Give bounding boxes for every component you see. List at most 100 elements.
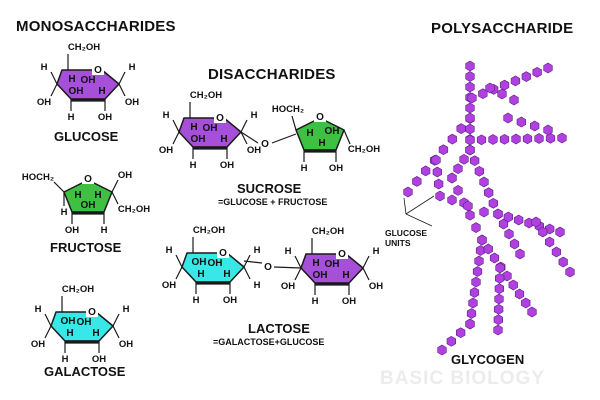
glycogen-unit-17 (483, 187, 494, 199)
sucrose-glucose-c4-h: H (163, 110, 170, 121)
lactose-galactose-oxygen-gap (217, 247, 229, 258)
glycogen-unit-56 (557, 132, 567, 144)
glycogen-unit-28 (499, 79, 510, 91)
pointer-1 (403, 197, 407, 215)
lactose-galactose-c1-down: H (254, 280, 261, 291)
lactose-glucose-c2-oh: OH (342, 296, 356, 307)
glycogen-unit-31 (532, 66, 542, 78)
glycogen-unit-79 (437, 344, 447, 356)
glycogen-unit-101 (544, 223, 555, 235)
lactose-glucose-c4-oh: OH (281, 281, 295, 292)
glycogen-unit-73 (468, 297, 478, 309)
glycogen-unit-55 (545, 132, 556, 144)
lactose-formula: =GALACTOSE+GLUCOSE (213, 337, 325, 347)
glycogen-unit-0 (465, 60, 475, 72)
glycogen-unit-82 (489, 252, 500, 264)
lactose-glucose-c4-h-bond (294, 255, 302, 269)
glycogen-unit-104 (538, 226, 548, 238)
sucrose-glucose-inner-0: H (190, 122, 197, 133)
galactose-inner-0: OH (61, 316, 76, 327)
glycogen-unit-48 (465, 134, 475, 146)
lactose-glucose-inner-3: OH (325, 259, 340, 270)
glucose-c4-h-bond (50, 71, 58, 85)
sucrose-fructose-inner-2: H (318, 138, 325, 149)
glycogen-unit-41 (421, 165, 431, 177)
glucose-c2-oh: OH (98, 112, 112, 123)
glucose-c3-h: H (68, 112, 75, 123)
sucrose-fru-c5-h: H (301, 163, 308, 174)
sucrose-fructose-oxygen-gap (314, 111, 326, 122)
lactose-galactose-inner-1: H (197, 269, 204, 280)
glycogen-unit-89 (495, 262, 505, 274)
glycogen-unit-42 (412, 176, 422, 187)
glycogen-unit-85 (508, 279, 518, 291)
glucose-c1-down-bond (118, 83, 126, 97)
glycogen-unit-91 (494, 283, 505, 295)
fructose-inner-1: H (94, 190, 101, 201)
glycogen-unit-22 (504, 228, 514, 240)
fructose-c5-h: H (61, 207, 68, 218)
glycogen-unit-98 (513, 214, 524, 226)
sucrose-link-right (271, 133, 297, 144)
glycogen-unit-51 (499, 133, 510, 145)
glucose-unit-pointers (403, 195, 435, 227)
lactose-galactose-c4-h-bond (175, 254, 183, 268)
fructose-c3-h: H (101, 225, 108, 236)
glycogen-unit-61 (447, 172, 457, 184)
lactose-link-oxygen: O (264, 262, 272, 273)
glucose-inner-0: H (68, 74, 75, 85)
galactose-c1-up-bond (112, 313, 120, 327)
glycogen-unit-105 (544, 236, 555, 248)
glycogen-unit-14 (469, 155, 480, 167)
glycogen-unit-95 (493, 324, 503, 336)
glycogen-unit-23 (509, 238, 520, 250)
sucrose-fru-c4-oh: OH (329, 163, 343, 174)
glucose-c4-oh-bond (50, 83, 58, 97)
glycogen-unit-94 (493, 314, 504, 326)
sucrose-glucose-c1-down-bond (240, 131, 248, 145)
lactose-link: O (243, 260, 302, 273)
galactose-c1-down: OH (119, 339, 133, 350)
glycogen-unit-77 (455, 327, 466, 339)
glucose-inner-3: OH (81, 75, 96, 86)
sucrose-fructose-oxygen: O (316, 112, 324, 123)
lactose-glucose-inner-1: OH (313, 270, 328, 281)
pointer-2 (405, 195, 435, 215)
glycogen-unit-45 (432, 166, 443, 178)
glycogen-unit-109 (447, 194, 457, 206)
glycogen-unit-25 (467, 92, 477, 104)
lactose-glucose-oxygen-gap (336, 248, 348, 259)
galactose-inner-1: H (66, 328, 73, 339)
fructose-c4-oh: OH (65, 225, 79, 236)
glycogen-unit-39 (438, 144, 449, 156)
glucose-ch2oh: CH₂OH (68, 42, 100, 53)
galactose-c1-up: H (123, 304, 130, 315)
lactose-galactose-c1-down-bond (243, 266, 251, 280)
glycogen-unit-80 (477, 234, 487, 246)
glycogen-unit-60 (543, 124, 553, 136)
fructose-oxygen: O (84, 174, 92, 185)
galactose-inner-3: OH (77, 317, 92, 328)
glycogen-unit-36 (465, 112, 475, 124)
sucrose-glucose-c1-down: OH (247, 145, 261, 156)
glycogen-unit-87 (521, 297, 531, 309)
glycogen-unit-70 (472, 266, 483, 277)
glycogen-unit-53 (522, 133, 533, 145)
fructose-hoch2: HOCH₂ (22, 172, 54, 183)
galactose-label: GALACTOSE (44, 364, 126, 379)
fructose-oxygen-gap (82, 173, 94, 184)
glycogen-unit-24 (515, 248, 525, 260)
lactose-galactose-inner-3: OH (208, 258, 223, 269)
fructose-c2-oh: OH (118, 170, 132, 181)
lactose-glucose-ch2oh: CH₂OH (312, 226, 344, 237)
fructose-hoch2-bond (53, 181, 65, 193)
glycogen-unit-68 (475, 245, 486, 256)
sucrose-link: O (240, 131, 297, 150)
sucrose-glucose-oxygen: O (216, 113, 224, 124)
glycogen-unit-38 (447, 133, 457, 145)
sucrose-link-oxygen: O (261, 139, 269, 150)
lactose-galactose-c4-oh-bond (175, 266, 183, 280)
